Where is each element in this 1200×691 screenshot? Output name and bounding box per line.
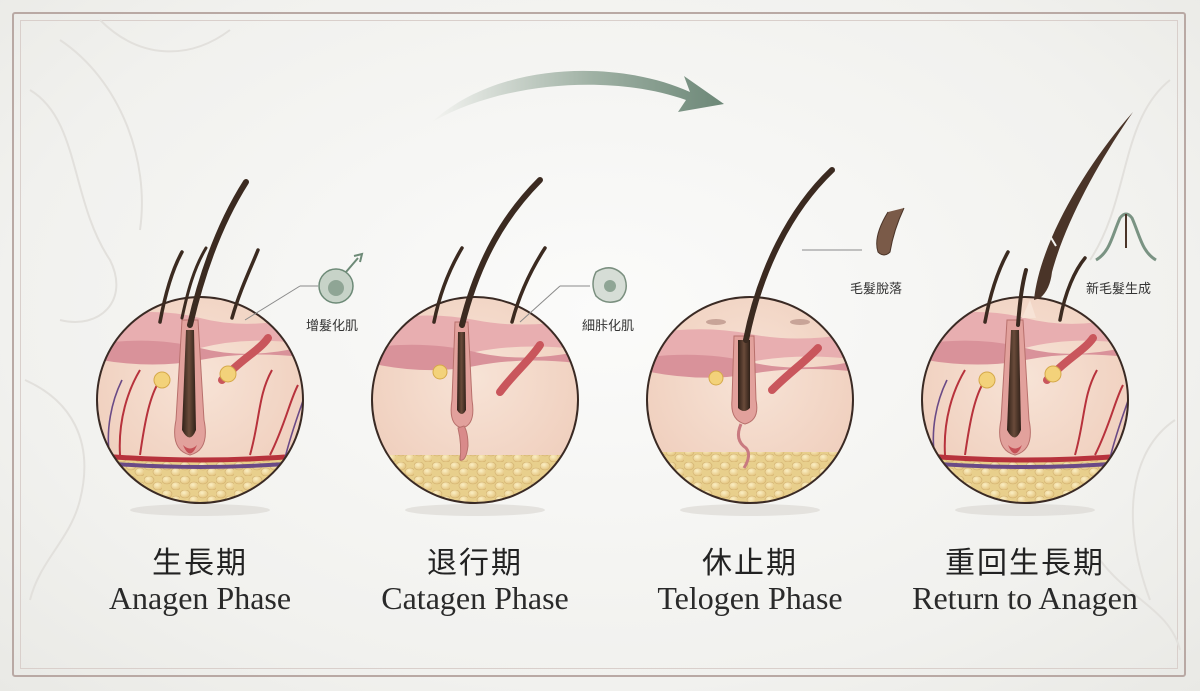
background-follicle-sketch-right: [1089, 79, 1181, 651]
background-follicle-sketch-left: [24, 19, 231, 601]
telogen-illustration: [646, 167, 854, 516]
phase-4-title-en: Return to Anagen: [912, 580, 1138, 616]
phase-2-title-zh: 退行期: [427, 546, 523, 581]
outer-frame: [12, 12, 1186, 677]
dividing-cell-icon: [318, 252, 364, 304]
callout-proliferation-label: 增髮化肌: [306, 319, 359, 334]
catagen-illustration: [371, 177, 579, 516]
return-anagen-illustration: [921, 112, 1133, 516]
phase-3-title-en: Telogen Phase: [657, 580, 843, 616]
inner-frame: [20, 20, 1178, 669]
callout-cell-label: 細胩化肌: [582, 319, 635, 334]
phase-4-title-zh: 重回生長期: [945, 546, 1105, 581]
callout-shedding-label: 毛髮脫落: [850, 282, 903, 297]
callout-new-hair-label: 新毛髮生成: [1086, 282, 1152, 297]
callout-proliferation-pointer: [244, 285, 318, 321]
shed-hair-icon: [876, 207, 905, 256]
callout-cell-pointer: [519, 285, 590, 323]
phase-1-title-zh: 生長期: [152, 546, 248, 581]
phase-1-title-en: Anagen Phase: [108, 580, 292, 616]
new-follicle-icon: [1095, 212, 1157, 262]
phase-2-title-en: Catagen Phase: [381, 580, 569, 616]
anagen-illustration: [96, 179, 304, 516]
cycle-arrow: [432, 70, 724, 122]
phase-3-title-zh: 休止期: [702, 546, 798, 581]
shrinking-cell-icon: [592, 267, 627, 303]
